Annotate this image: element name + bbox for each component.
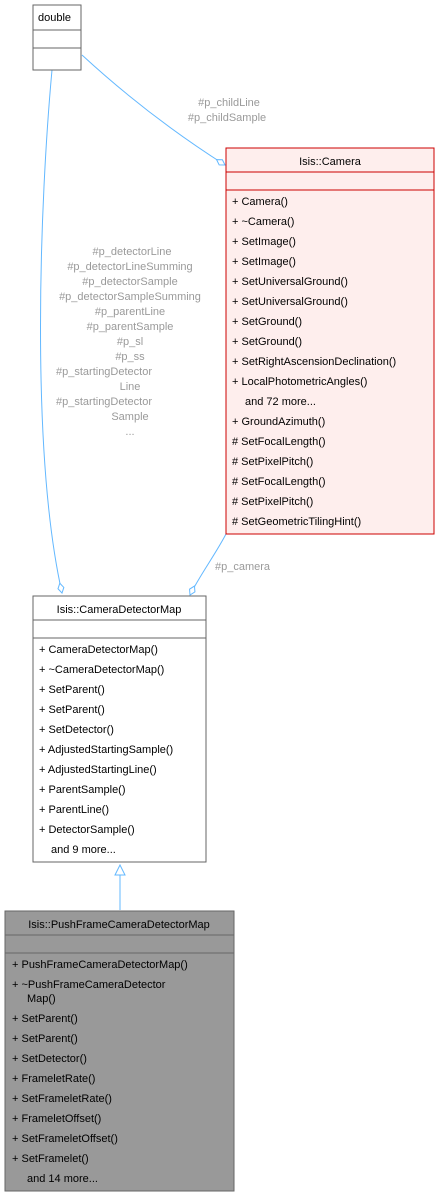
member: + SetParent() xyxy=(12,1033,78,1045)
edge-label: ... xyxy=(125,426,134,438)
class-box-camera[interactable]: Isis::Camera + Camera() + ~Camera() + Se… xyxy=(225,147,435,535)
edge-label: #p_detectorLine xyxy=(93,246,172,258)
edge-label-camera: #p_camera xyxy=(215,561,271,573)
edge-label: #p_parentSample xyxy=(87,321,174,333)
member-more: and 9 more... xyxy=(51,844,116,856)
class-name: Isis::Camera xyxy=(299,156,362,168)
member: + FrameletRate() xyxy=(12,1073,95,1085)
class-box-push-frame-camera-detector-map[interactable]: Isis::PushFrameCameraDetectorMap + PushF… xyxy=(4,910,235,1192)
member: + LocalPhotometricAngles() xyxy=(232,376,367,388)
edge-labels-child: #p_childLine #p_childSample xyxy=(188,97,266,124)
member: + ParentSample() xyxy=(39,784,126,796)
member: + SetGround() xyxy=(232,336,302,348)
member: + ~Camera() xyxy=(232,216,294,228)
edge-label: #p_startingDetector xyxy=(56,396,152,408)
member: + SetFrameletRate() xyxy=(12,1093,112,1105)
member: + DetectorSample() xyxy=(39,824,135,836)
member: # SetGeometricTilingHint() xyxy=(232,516,361,528)
member: + Camera() xyxy=(232,196,288,208)
member-list: + Camera() + ~Camera() + SetImage() + Se… xyxy=(232,196,396,528)
member: + SetGround() xyxy=(232,316,302,328)
edge-label: #p_ss xyxy=(115,351,145,363)
member: + FrameletOffset() xyxy=(12,1113,101,1125)
class-name: double xyxy=(38,12,71,24)
member: # SetFocalLength() xyxy=(232,436,326,448)
class-name: Isis::PushFrameCameraDetectorMap xyxy=(28,919,210,931)
member: + ~CameraDetectorMap() xyxy=(39,664,164,676)
edge-label: #p_detectorSample xyxy=(82,276,177,288)
edge-camera-to-camera-detector-map xyxy=(189,533,227,596)
member: + SetUniversalGround() xyxy=(232,276,348,288)
edge-label: #p_startingDetector xyxy=(56,366,152,378)
edge-labels-detector: #p_detectorLine #p_detectorLineSumming #… xyxy=(56,246,201,438)
member: + CameraDetectorMap() xyxy=(39,644,158,656)
edge-label: Sample xyxy=(111,411,148,423)
member: # SetPixelPitch() xyxy=(232,456,313,468)
member: + SetImage() xyxy=(232,236,296,248)
edge-label: #p_sl xyxy=(117,336,143,348)
edge-double-to-camera-detector-map xyxy=(40,69,65,594)
member: + SetDetector() xyxy=(39,724,114,736)
member: + ~PushFrameCameraDetector xyxy=(12,979,166,991)
class-box-frame xyxy=(32,595,207,863)
class-box-camera-detector-map[interactable]: Isis::CameraDetectorMap + CameraDetector… xyxy=(32,595,207,863)
class-box-frame xyxy=(225,147,435,535)
member: + AdjustedStartingSample() xyxy=(39,744,173,756)
class-box-frame xyxy=(32,4,82,71)
member: + SetRightAscensionDeclination() xyxy=(232,356,396,368)
member: + SetParent() xyxy=(39,704,105,716)
member-list: + CameraDetectorMap() + ~CameraDetectorM… xyxy=(39,644,173,856)
member: + SetImage() xyxy=(232,256,296,268)
member: # SetPixelPitch() xyxy=(232,496,313,508)
edge-label: #p_detectorSampleSumming xyxy=(59,291,201,303)
member: + SetDetector() xyxy=(12,1053,87,1065)
member: + SetParent() xyxy=(12,1013,78,1025)
class-box-double[interactable]: double xyxy=(32,4,82,71)
member: + SetParent() xyxy=(39,684,105,696)
class-box-frame xyxy=(4,910,235,1192)
edge-label: #p_childLine xyxy=(198,97,260,109)
member: + SetUniversalGround() xyxy=(232,296,348,308)
edge-label: #p_detectorLineSumming xyxy=(67,261,192,273)
member: + AdjustedStartingLine() xyxy=(39,764,157,776)
edge-label: Line xyxy=(120,381,141,393)
member-list: + PushFrameCameraDetectorMap() + ~PushFr… xyxy=(12,959,188,1185)
member: Map() xyxy=(27,993,56,1005)
member: + GroundAzimuth() xyxy=(232,416,325,428)
member: + PushFrameCameraDetectorMap() xyxy=(12,959,188,971)
class-name: Isis::CameraDetectorMap xyxy=(57,604,182,616)
member: + ParentLine() xyxy=(39,804,109,816)
edge-double-to-camera xyxy=(81,54,226,166)
edge-label: #p_childSample xyxy=(188,112,266,124)
member-more: and 72 more... xyxy=(245,396,316,408)
member: + SetFramelet() xyxy=(12,1153,89,1165)
member: # SetFocalLength() xyxy=(232,476,326,488)
member: + SetFrameletOffset() xyxy=(12,1133,118,1145)
edge-label: #p_parentLine xyxy=(95,306,165,318)
member-more: and 14 more... xyxy=(27,1173,98,1185)
